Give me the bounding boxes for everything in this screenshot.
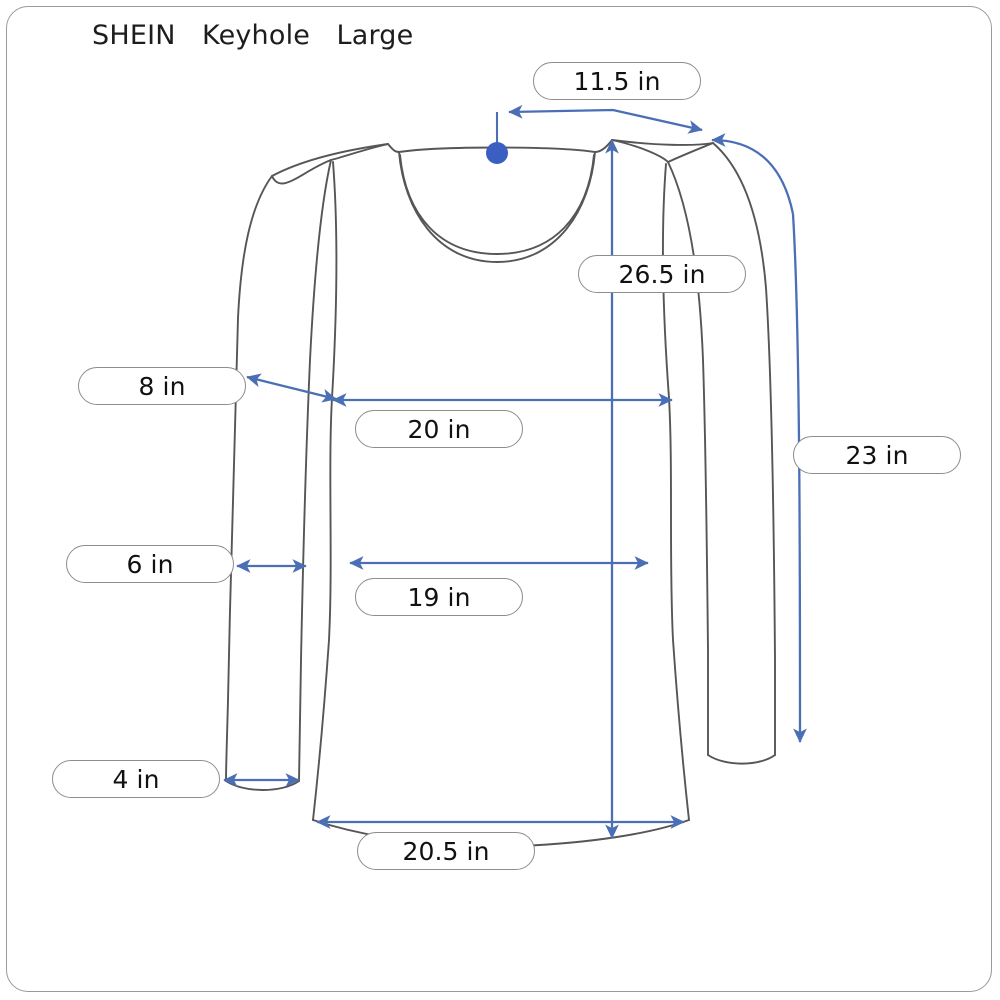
- right-sleeve-outer-edge: [712, 142, 776, 756]
- page-title: SHEIN Keyhole Large: [92, 20, 414, 51]
- arrow-bicep-8: [246, 373, 337, 403]
- measurement-label-chest[interactable]: 20 in: [355, 410, 523, 448]
- left-sleeve-outer-edge: [225, 175, 273, 782]
- leader-shoulder-tip-to-sleeve: [711, 133, 795, 215]
- right-cuff-hem: [707, 754, 776, 765]
- right-yoke-top-line: [611, 139, 714, 146]
- arrow-sleeve-length-23: [791, 213, 807, 743]
- left-sleeve-inner-edge: [298, 159, 332, 782]
- left-yoke-top-line: [271, 143, 389, 177]
- measurement-label-waist[interactable]: 19 in: [355, 578, 523, 616]
- center-neck-marker-dot: [486, 142, 508, 164]
- measurement-label-bicep[interactable]: 8 in: [78, 367, 246, 405]
- measurement-label-length[interactable]: 26.5 in: [578, 255, 746, 293]
- measurement-label-hem[interactable]: 20.5 in: [357, 832, 535, 870]
- measurement-label-sleeve-length[interactable]: 23 in: [793, 436, 961, 474]
- right-sleeve-inner-edge: [667, 161, 709, 756]
- left-body-side-seam: [312, 161, 338, 821]
- arrow-shoulder-11-5: [508, 104, 703, 134]
- measurement-label-cuff[interactable]: 4 in: [52, 760, 220, 798]
- measurement-label-forearm[interactable]: 6 in: [66, 545, 234, 583]
- neckline-inner-opening: [399, 154, 595, 255]
- left-armhole-seam: [271, 159, 332, 185]
- measurement-label-shoulder[interactable]: 11.5 in: [533, 62, 701, 100]
